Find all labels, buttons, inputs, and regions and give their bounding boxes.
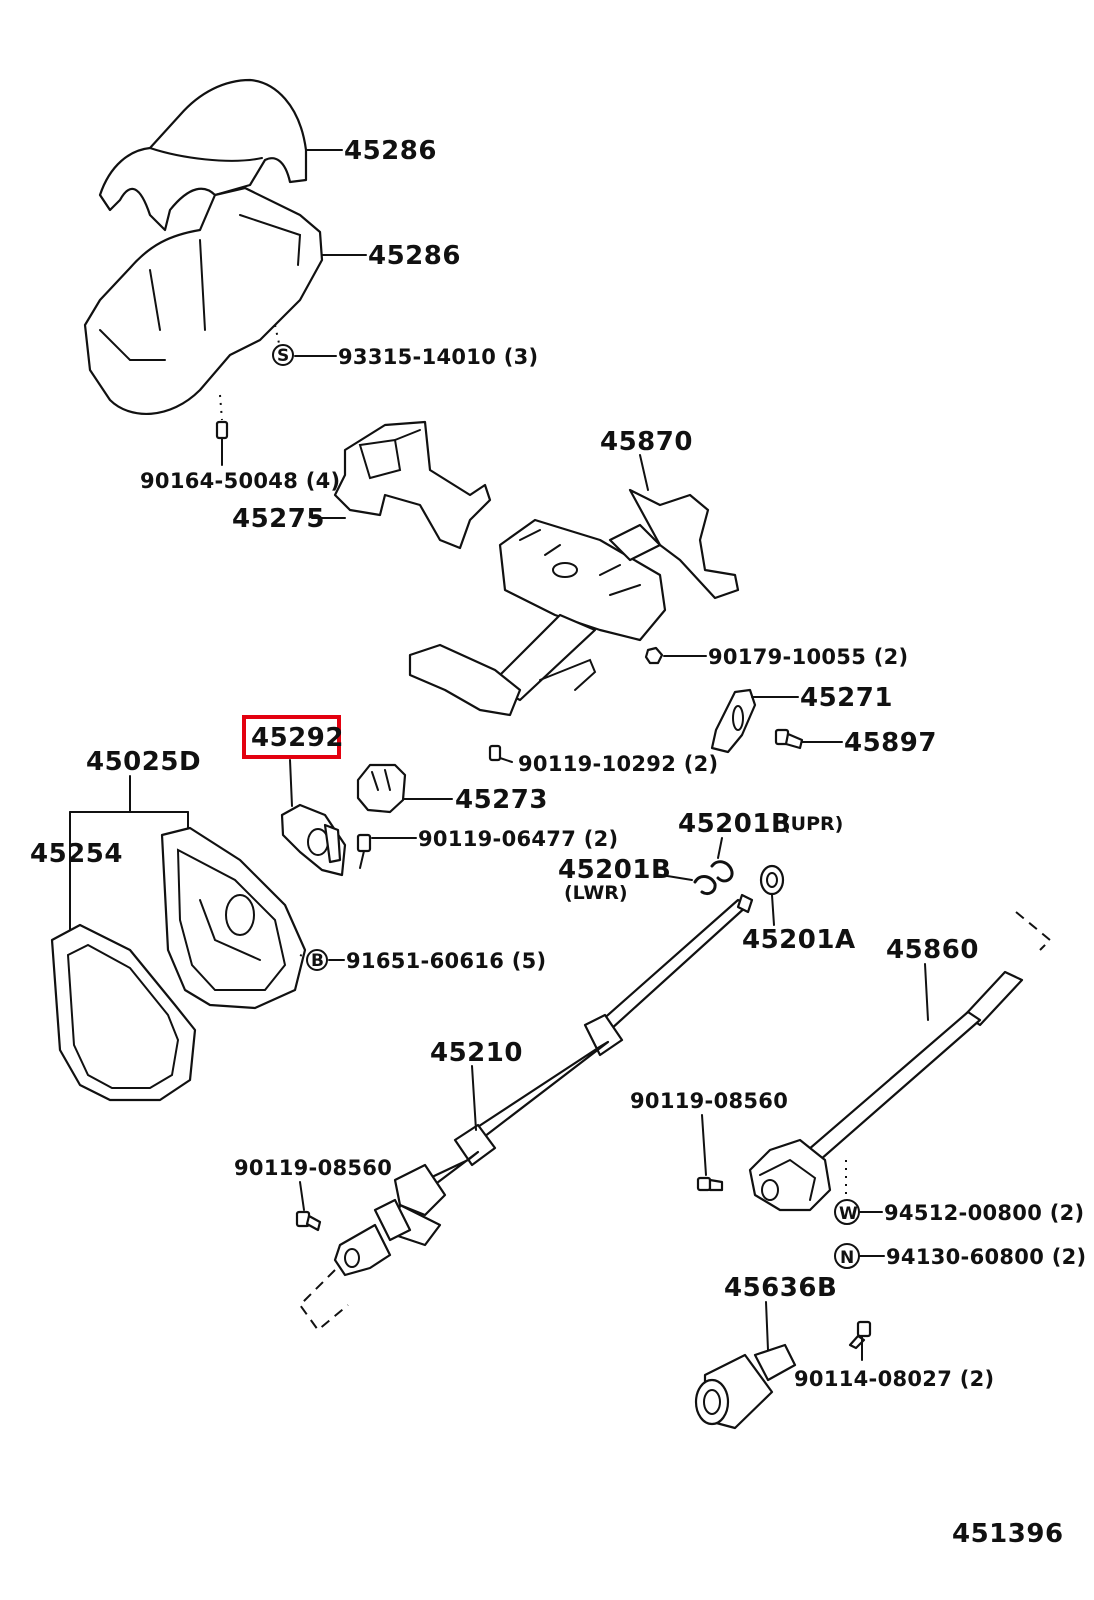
label-90119-10292: 90119-10292 (2) xyxy=(518,752,718,776)
label-94130: 94130-60800 (2) xyxy=(886,1245,1086,1269)
svg-text:N: N xyxy=(840,1248,854,1268)
label-45273: 45273 xyxy=(455,785,548,815)
label-90119-08560-right: 90119-08560 xyxy=(630,1089,788,1113)
label-45201B-lwr: 45201B xyxy=(558,855,671,885)
highlight-box-45292 xyxy=(242,715,341,759)
label-45286-upper: 45286 xyxy=(344,136,437,166)
label-45292[interactable]: 45292 xyxy=(251,723,344,753)
label-45201A: 45201A xyxy=(742,925,856,955)
label-90114: 90114-08027 (2) xyxy=(794,1367,994,1391)
bolt-45897-icon xyxy=(774,728,804,750)
label-45286-lower: 45286 xyxy=(368,241,461,271)
bearing-45201A[interactable] xyxy=(759,864,785,896)
label-90119-06477: 90119-06477 (2) xyxy=(418,827,618,851)
nut-90179-icon xyxy=(644,646,664,665)
svg-text:S: S xyxy=(277,346,289,366)
label-45210: 45210 xyxy=(430,1038,523,1068)
label-94512: 94512-00800 (2) xyxy=(884,1201,1084,1225)
label-45275: 45275 xyxy=(232,504,325,534)
plate-45292[interactable] xyxy=(280,803,347,877)
label-45860: 45860 xyxy=(886,935,979,965)
bolt-90119-06477-icon xyxy=(356,833,372,869)
sleeve-45636B[interactable] xyxy=(694,1343,797,1430)
label-45254: 45254 xyxy=(30,839,123,869)
intermediate-shaft-45860[interactable] xyxy=(748,970,1024,1212)
label-90179: 90179-10055 (2) xyxy=(708,645,908,669)
label-45201B-upr: 45201B xyxy=(678,809,791,839)
snap-ring-45201B-lwr[interactable] xyxy=(693,875,717,896)
main-shaft-45210[interactable] xyxy=(333,893,754,1277)
column-cover-lower[interactable] xyxy=(83,186,324,416)
svg-text:B: B xyxy=(311,951,324,971)
label-90119-08560-left: 90119-08560 xyxy=(234,1156,392,1180)
b-badge-icon xyxy=(306,949,328,971)
label-45271: 45271 xyxy=(800,683,893,713)
label-90164: 90164-50048 (4) xyxy=(140,469,340,493)
steering-column-tube-45870[interactable] xyxy=(408,488,740,717)
bushing-45273[interactable] xyxy=(356,763,407,814)
gasket-45254[interactable] xyxy=(50,923,197,1102)
label-lwr: (LWR) xyxy=(564,882,628,904)
shaft-continuation-upper xyxy=(1015,911,1052,951)
diagram-id: 451396 xyxy=(952,1519,1064,1549)
s-badge-icon xyxy=(272,344,294,366)
bolt-90119-10292-icon xyxy=(488,744,513,763)
label-45025D: 45025D xyxy=(86,747,201,777)
clip-45271[interactable] xyxy=(710,688,757,754)
bolt-90114-icon xyxy=(848,1320,872,1350)
svg-text:W: W xyxy=(839,1204,858,1224)
label-45870: 45870 xyxy=(600,427,693,457)
shaft-continuation-lower xyxy=(298,1269,349,1332)
bolt-90119-08560-right-icon xyxy=(696,1176,724,1192)
label-45636B: 45636B xyxy=(724,1273,837,1303)
column-cover-upper[interactable] xyxy=(98,78,308,232)
screw-90164-icon xyxy=(215,420,229,466)
bolt-90119-08560-left-icon xyxy=(295,1210,322,1232)
snap-ring-45201B-upr[interactable] xyxy=(710,860,734,883)
label-91651: 91651-60616 (5) xyxy=(346,949,546,973)
label-93315: 93315-14010 (3) xyxy=(338,345,538,369)
label-45897: 45897 xyxy=(844,728,937,758)
column-bracket-45275[interactable] xyxy=(333,420,492,550)
boot-45025D[interactable] xyxy=(160,826,307,1010)
label-upr: (UPR) xyxy=(782,813,843,835)
